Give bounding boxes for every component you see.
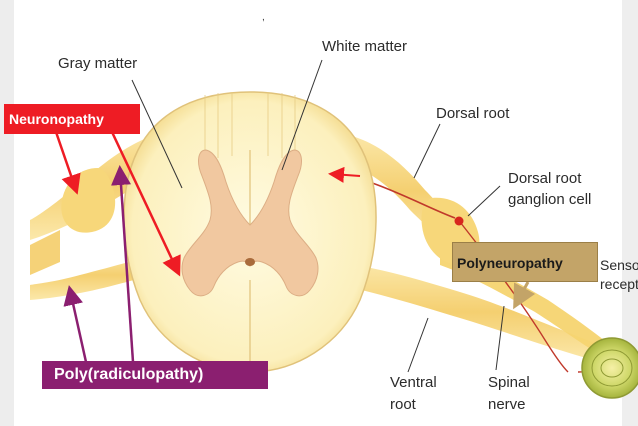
label-ganglion-line1: Dorsal root (508, 170, 582, 187)
page-edge-left (0, 0, 14, 426)
label-sensory-line1: Sensory (600, 257, 638, 273)
dorsal-entry-arrow (328, 166, 361, 183)
radiculopathy-arrow-ventral (63, 285, 88, 363)
label-ventral-line2: root (390, 396, 416, 413)
label-sensory-line2: receptor (600, 276, 638, 292)
polyneuropathy-arrow (513, 281, 536, 310)
neuronopathy-callout: Neuronopathy (4, 104, 140, 134)
radiculopathy-arrow-dorsal (111, 165, 135, 363)
neuronopathy-arrow-graymatter (110, 131, 181, 277)
stray-mark: , (262, 12, 265, 23)
label-gray-matter: Gray matter (58, 55, 138, 72)
spinal-cord (123, 91, 377, 373)
label-leaders (131, 59, 505, 373)
callout-arrows (54, 131, 536, 363)
left-ganglion (61, 168, 116, 233)
polyradiculopathy-callout: Poly(radiculopathy) (42, 361, 268, 389)
neuronopathy-arrow-ganglion (54, 131, 81, 195)
label-ganglion-line2: ganglion cell (508, 191, 592, 208)
label-white-matter: White matter (322, 38, 408, 55)
label-ventral-line1: Ventral (390, 374, 437, 391)
page-edge-right (622, 0, 638, 426)
label-spinal-line1: Spinal (488, 374, 530, 391)
sensory-receptor (581, 337, 638, 399)
label-spinal-line2: nerve (488, 396, 526, 413)
label-dorsal-root: Dorsal root (436, 105, 510, 122)
label-sensory-receptor-clip: Sensory receptor (600, 256, 638, 302)
polyneuropathy-callout: Polyneuropathy (452, 242, 598, 282)
